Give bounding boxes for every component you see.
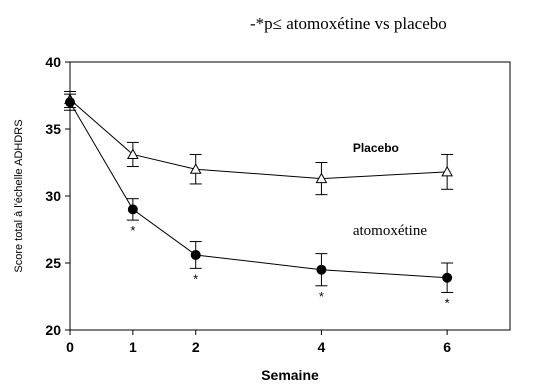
data-point <box>189 163 202 174</box>
series-atomoxetine <box>64 93 454 293</box>
series-line <box>69 101 448 279</box>
data-point <box>316 264 327 275</box>
x-tick-label: 0 <box>66 339 74 355</box>
data-point <box>127 148 139 159</box>
y-tick-label: 40 <box>45 54 61 70</box>
y-tick-label: 30 <box>45 188 61 204</box>
data-point <box>127 204 138 215</box>
y-axis-label: Score total à l'échelle ADHDRS <box>13 119 25 272</box>
data-point <box>190 249 201 260</box>
x-tick-label: 2 <box>192 339 200 355</box>
significance-marker: * <box>193 271 198 286</box>
series-label-atomoxetine: atomoxétine <box>353 223 427 239</box>
significance-marker: * <box>445 295 450 310</box>
plot-frame <box>69 61 511 331</box>
y-tick-label: 25 <box>45 255 61 271</box>
data-point <box>315 172 328 184</box>
significance-marker: * <box>130 223 135 238</box>
x-tick-label: 1 <box>129 339 137 355</box>
x-axis-label: Semaine <box>261 367 319 383</box>
data-point <box>442 272 453 283</box>
axes <box>65 61 511 335</box>
labels-layer: Placebo atomoxétine * * * * <box>130 141 449 311</box>
x-tick-label: 4 <box>318 339 326 355</box>
series-line <box>69 99 448 180</box>
series-layer <box>64 90 454 293</box>
y-tick-label: 20 <box>45 322 61 338</box>
data-point <box>441 165 453 177</box>
y-tick-label: 35 <box>45 121 61 137</box>
tick-labels: 20 25 30 35 40 0 1 2 4 6 <box>45 54 451 355</box>
series-label-placebo: Placebo <box>353 141 399 155</box>
data-point <box>65 97 75 108</box>
significance-note: -*p≤ atomoxétine vs placebo <box>250 14 447 33</box>
x-tick-label: 6 <box>443 339 451 355</box>
significance-marker: * <box>319 289 324 304</box>
